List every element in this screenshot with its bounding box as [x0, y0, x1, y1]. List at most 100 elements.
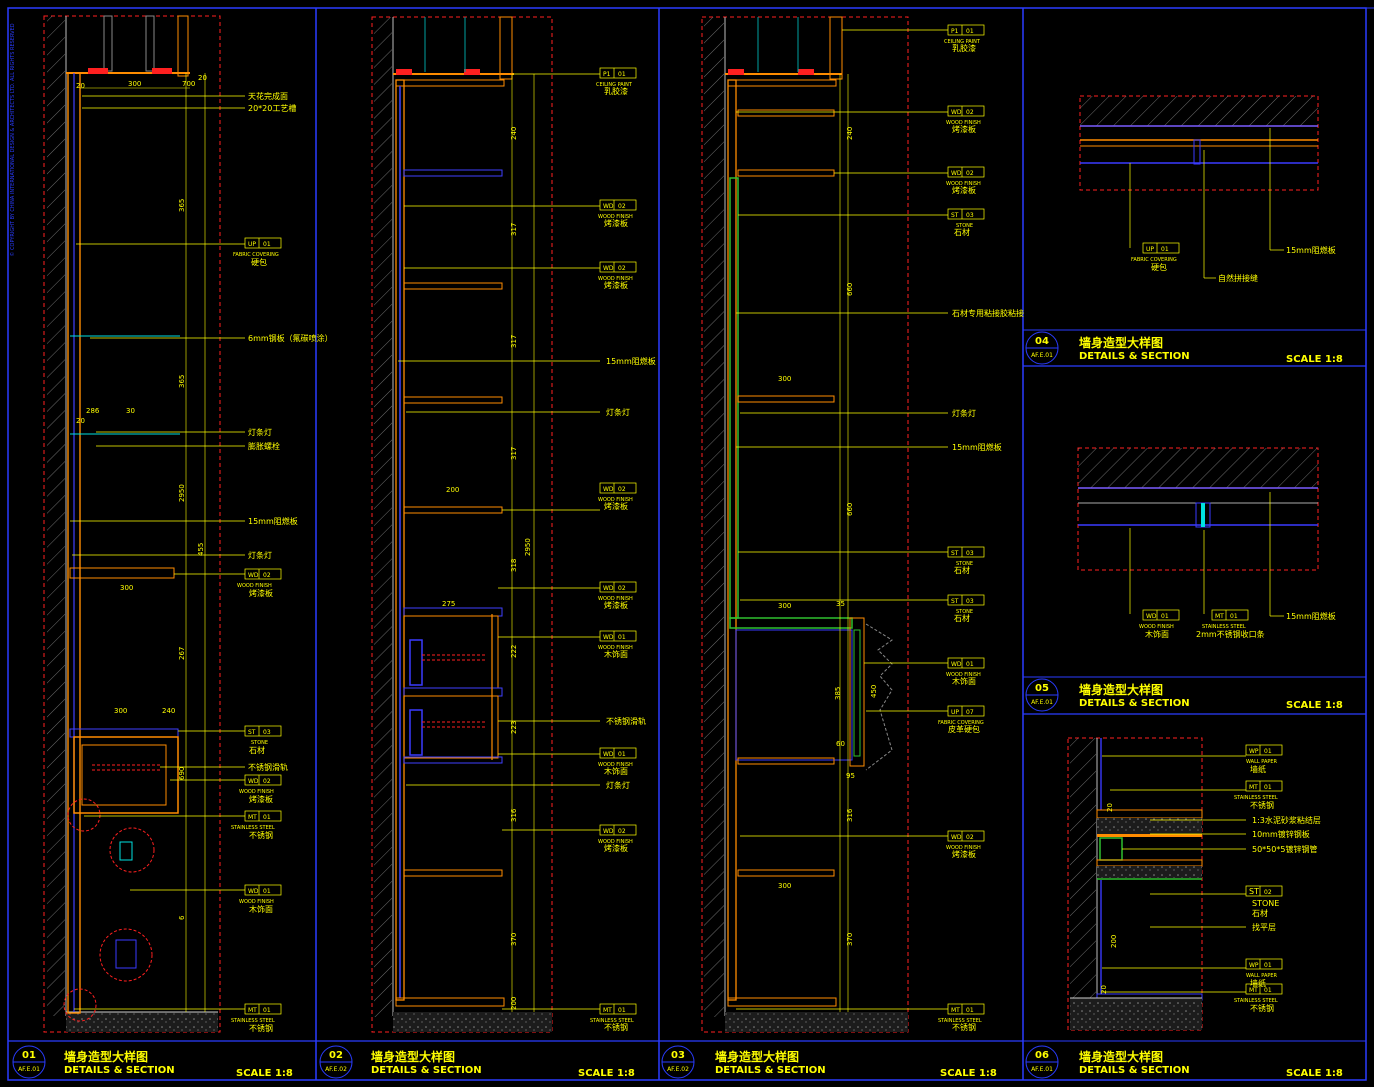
svg-text:01: 01: [618, 1007, 626, 1014]
svg-text:02: 02: [263, 778, 271, 785]
svg-text:WOOD FINISH: WOOD FINISH: [946, 845, 981, 851]
svg-text:FABRIC COVERING: FABRIC COVERING: [1131, 257, 1177, 263]
svg-text:240: 240: [846, 127, 854, 140]
floor-slab: [66, 1012, 218, 1032]
svg-text:UP: UP: [951, 709, 959, 716]
svg-text:STAINLESS STEEL: STAINLESS STEEL: [938, 1018, 982, 1024]
svg-text:02: 02: [618, 828, 626, 835]
svg-text:02: 02: [618, 585, 626, 592]
svg-text:01: 01: [618, 71, 626, 78]
svg-text:WD: WD: [951, 170, 962, 177]
title-block-05: 05 AF.E.01 墙身造型大样图 DETAILS & SECTION SCA…: [1025, 678, 1343, 712]
svg-text:木饰面: 木饰面: [604, 766, 628, 776]
svg-text:WD: WD: [603, 203, 614, 210]
svg-text:01: 01: [1264, 784, 1272, 791]
svg-text:DETAILS & SECTION: DETAILS & SECTION: [1079, 351, 1190, 362]
svg-text:DETAILS & SECTION: DETAILS & SECTION: [715, 1065, 826, 1076]
svg-text:03: 03: [671, 1050, 685, 1061]
svg-text:石材: 石材: [249, 745, 265, 755]
copyright-text: © COPYRIGHT BY CHINA INTERNATIONAL DESIG…: [9, 23, 16, 256]
svg-text:02: 02: [263, 572, 271, 579]
svg-text:WOOD FINISH: WOOD FINISH: [598, 839, 633, 845]
svg-text:SCALE 1:8: SCALE 1:8: [236, 1068, 293, 1079]
svg-text:95: 95: [846, 772, 855, 780]
svg-text:不锈钢: 不锈钢: [604, 1022, 628, 1032]
svg-text:WD: WD: [951, 661, 962, 668]
title-block-01: 01 AF.E.01 墙身造型大样图 DETAILS & SECTION SCA…: [12, 1045, 293, 1079]
svg-text:WP: WP: [1249, 748, 1259, 755]
svg-text:MT: MT: [603, 1007, 612, 1014]
svg-text:AF.E.02: AF.E.02: [325, 1066, 347, 1073]
svg-text:01: 01: [618, 751, 626, 758]
note-steel-plate: 10mm镀锌钢板: [1252, 829, 1310, 839]
svg-text:222: 222: [510, 645, 518, 658]
svg-text:267: 267: [178, 647, 186, 660]
svg-text:SCALE 1:8: SCALE 1:8: [1286, 1068, 1343, 1079]
svg-text:02: 02: [1264, 889, 1272, 896]
svg-text:455: 455: [197, 543, 205, 556]
svg-text:370: 370: [510, 933, 518, 946]
svg-text:STAINLESS STEEL: STAINLESS STEEL: [231, 825, 275, 831]
svg-text:275: 275: [442, 600, 455, 608]
svg-text:AF.E.02: AF.E.02: [667, 1066, 689, 1073]
svg-text:烤漆板: 烤漆板: [604, 280, 628, 290]
svg-text:02: 02: [618, 203, 626, 210]
svg-text:WD: WD: [1146, 613, 1157, 620]
svg-text:不锈钢: 不锈钢: [249, 1023, 273, 1033]
note-mortar: 1:3水泥砂浆粘结层: [1252, 815, 1321, 825]
svg-text:2950: 2950: [178, 484, 186, 502]
svg-text:不锈钢: 不锈钢: [1250, 1003, 1274, 1013]
svg-text:DETAILS & SECTION: DETAILS & SECTION: [1079, 1065, 1190, 1076]
title-block-02: 02 AF.E.02 墙身造型大样图 DETAILS & SECTION SCA…: [319, 1045, 635, 1079]
svg-text:ST: ST: [1249, 887, 1259, 896]
note-ceiling-finish: 天花完成面: [248, 91, 288, 101]
svg-text:ST: ST: [951, 212, 959, 219]
dimensions-02: 200 275 240 317 317 317 2950 318 222 223…: [442, 127, 532, 1010]
note-anchor-bolt: 膨胀螺栓: [248, 441, 280, 451]
svg-text:WOOD FINISH: WOOD FINISH: [237, 583, 272, 589]
svg-text:6: 6: [178, 915, 186, 920]
svg-text:木饰面: 木饰面: [952, 676, 976, 686]
svg-text:01: 01: [1264, 987, 1272, 994]
svg-text:05: 05: [1035, 683, 1049, 694]
svg-text:WP: WP: [1249, 962, 1259, 969]
svg-text:烤漆板: 烤漆板: [604, 843, 628, 853]
svg-text:03: 03: [263, 729, 271, 736]
svg-text:ST: ST: [951, 598, 959, 605]
svg-text:01: 01: [263, 241, 271, 248]
svg-text:01: 01: [966, 661, 974, 668]
svg-text:UP: UP: [248, 241, 256, 248]
svg-text:02: 02: [618, 486, 626, 493]
svg-text:烤漆板: 烤漆板: [249, 794, 273, 804]
svg-text:MT: MT: [1249, 987, 1258, 994]
svg-text:STONE: STONE: [956, 609, 973, 615]
svg-text:MT: MT: [951, 1007, 960, 1014]
svg-text:乳胶漆: 乳胶漆: [952, 43, 976, 53]
detail-03: 石材专用粘接胶粘接 灯条灯 15mm阻燃板: [701, 16, 1024, 1033]
svg-text:03: 03: [966, 550, 974, 557]
svg-text:200: 200: [510, 997, 518, 1010]
svg-text:STONE: STONE: [251, 740, 268, 746]
svg-text:200: 200: [1110, 935, 1118, 948]
svg-text:300: 300: [778, 882, 791, 890]
svg-text:02: 02: [618, 265, 626, 272]
svg-text:240: 240: [162, 707, 175, 715]
note-steel-tube: 50*50*5镀锌钢管: [1252, 844, 1317, 854]
note-strip-light: 灯条灯: [606, 407, 630, 417]
svg-text:06: 06: [1035, 1050, 1049, 1061]
svg-text:04: 04: [1035, 336, 1049, 347]
svg-text:01: 01: [1161, 613, 1169, 620]
svg-text:SCALE 1:8: SCALE 1:8: [940, 1068, 997, 1079]
svg-text:WOOD FINISH: WOOD FINISH: [1139, 624, 1174, 630]
svg-text:烤漆板: 烤漆板: [604, 501, 628, 511]
svg-text:WOOD FINISH: WOOD FINISH: [598, 276, 633, 282]
svg-text:墙纸: 墙纸: [1250, 978, 1266, 988]
svg-text:木饰面: 木饰面: [604, 649, 628, 659]
svg-text:STAINLESS STEEL: STAINLESS STEEL: [231, 1018, 275, 1024]
svg-text:2950: 2950: [524, 538, 532, 556]
